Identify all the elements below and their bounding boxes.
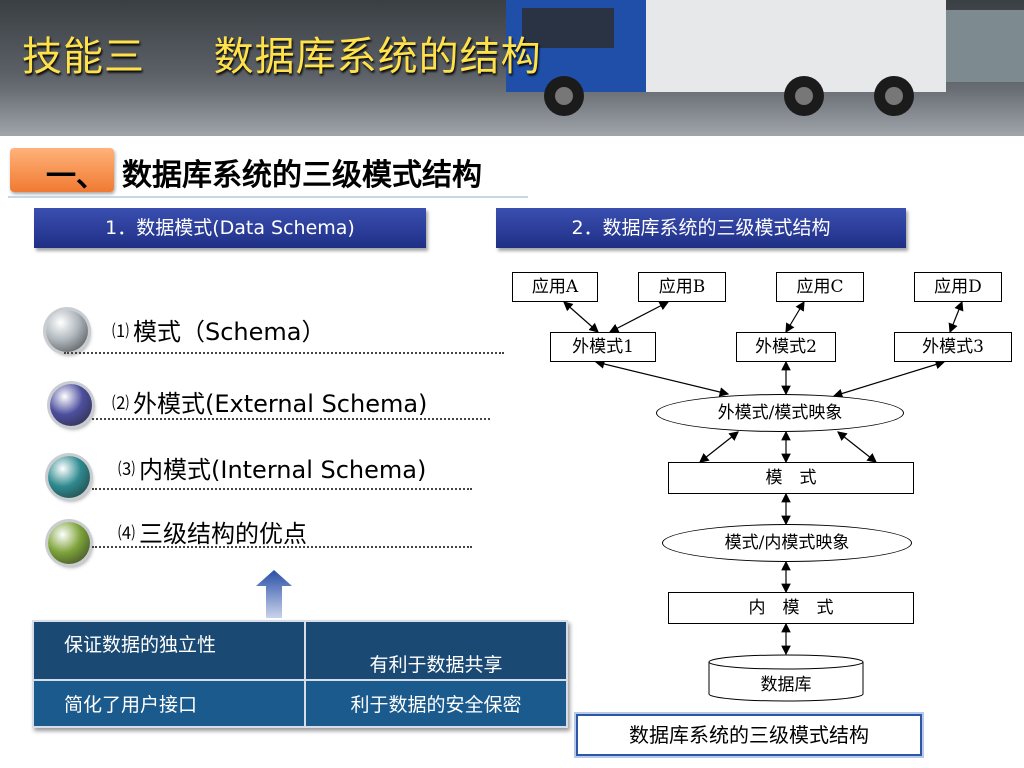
bullet-ball-4	[48, 522, 90, 564]
list-item-external-schema: ⑵外模式(External Schema)	[112, 384, 427, 419]
section-title: 数据库系统的三级模式结构	[122, 158, 482, 193]
list-item-schema: ⑴模式（Schema）	[112, 312, 326, 347]
slide-title: 技能三 数据库系统的结构	[22, 34, 542, 80]
up-arrow-icon	[256, 570, 292, 618]
item-label: 三级结构的优点	[139, 520, 307, 548]
app-box-a: 应用A	[512, 272, 598, 302]
item-number: ⑷	[118, 524, 135, 544]
table-cell: 有利于数据共享	[304, 619, 568, 682]
dotted-line	[92, 488, 472, 490]
section-number: 一、	[46, 159, 106, 194]
table-row: 简化了用户接口 利于数据的安全保密	[32, 679, 568, 728]
section-underline	[8, 196, 528, 198]
header-road-image	[0, 92, 1024, 132]
app-box-c: 应用C	[776, 272, 864, 302]
header-divider	[0, 132, 1024, 136]
table-row: 保证数据的独立性 有利于数据共享	[32, 619, 568, 682]
diagram-caption: 数据库系统的三级模式结构	[576, 714, 922, 756]
app-box-d: 应用D	[914, 272, 1002, 302]
advantages-table: 保证数据的独立性 有利于数据共享 简化了用户接口 利于数据的安全保密	[32, 619, 568, 728]
internal-schema-box: 内 模 式	[668, 592, 914, 624]
truck-image	[506, 0, 1024, 116]
external-mapping-oval: 外模式/模式映象	[656, 394, 904, 432]
bullet-ball-1	[46, 310, 88, 352]
dotted-line	[92, 546, 472, 548]
item-label: 内模式(Internal Schema)	[139, 456, 427, 484]
data-schema-heading: 1．数据模式(Data Schema)	[34, 208, 426, 248]
internal-mapping-oval: 模式/内模式映象	[662, 524, 912, 562]
database-label: 数据库	[760, 675, 812, 695]
list-item-internal-schema: ⑶内模式(Internal Schema)	[118, 450, 426, 485]
database-cylinder: 数据库	[708, 654, 864, 702]
app-box-b: 应用B	[638, 272, 726, 302]
item-label: 模式（Schema）	[133, 318, 326, 346]
table-cell: 利于数据的安全保密	[304, 679, 568, 728]
bullet-ball-2	[50, 384, 92, 426]
table-cell: 简化了用户接口	[32, 679, 306, 728]
external-schema-box-2: 外模式2	[736, 332, 836, 362]
external-schema-box-1: 外模式1	[550, 332, 656, 362]
item-label: 外模式(External Schema)	[133, 390, 428, 418]
bullet-ball-3	[48, 456, 90, 498]
list-item-advantages: ⑷三级结构的优点	[118, 514, 307, 549]
three-level-heading: 2．数据库系统的三级模式结构	[496, 208, 906, 248]
section-badge: 一、	[10, 148, 114, 194]
item-number: ⑴	[112, 322, 129, 342]
schema-box: 模 式	[668, 462, 914, 494]
database-icon	[708, 654, 864, 702]
item-number: ⑵	[112, 394, 129, 414]
external-schema-box-3: 外模式3	[894, 332, 1012, 362]
table-cell: 保证数据的独立性	[32, 619, 306, 682]
dotted-line	[92, 418, 490, 420]
header-banner: 技能三 数据库系统的结构	[0, 0, 1024, 132]
item-number: ⑶	[118, 460, 135, 480]
dotted-line	[64, 352, 504, 354]
